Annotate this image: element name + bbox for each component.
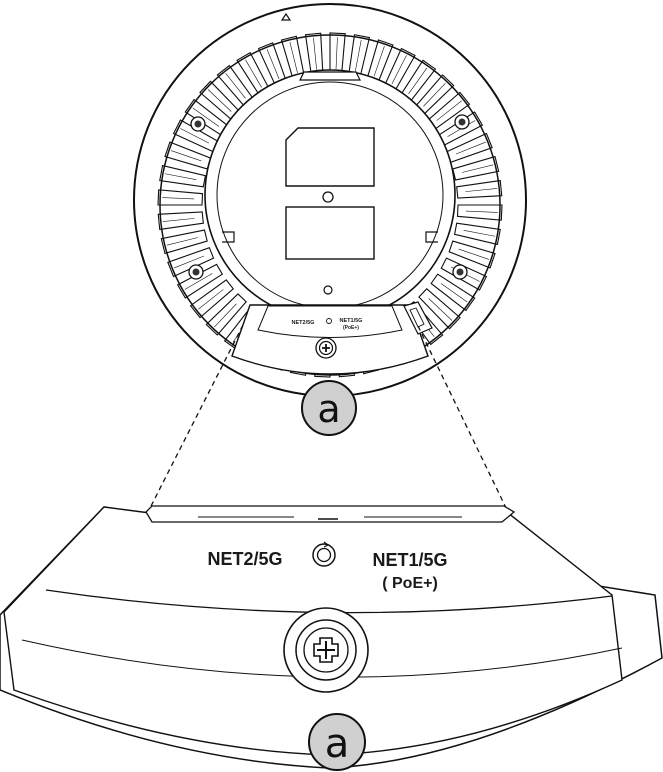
heat-sink-fin-ridge — [214, 303, 237, 328]
port-label-net2: NET2/5G — [207, 549, 282, 569]
heat-sink-fin — [448, 240, 496, 269]
mounting-screw-icon — [452, 264, 468, 280]
heat-sink-fin-ridge — [440, 283, 468, 303]
port-panel-inner — [257, 305, 403, 338]
heat-sink-fin — [157, 189, 204, 206]
small-port-label-net2: NET2/5G — [292, 320, 315, 326]
heat-sink-fin-ridge — [335, 37, 338, 70]
heat-sink-fin — [456, 204, 503, 221]
heat-sink-fin-ridge — [170, 150, 202, 162]
heat-sink-fin-ridge — [198, 289, 224, 310]
mounting-screws — [188, 114, 470, 280]
heat-sink-fin-ridge — [391, 55, 407, 85]
mount-hole-center — [322, 191, 334, 203]
small-security-screw-icon — [315, 337, 337, 359]
heat-sink-fin — [453, 222, 501, 246]
kensington-lock-slot — [403, 301, 433, 335]
label-window-bottom — [285, 206, 375, 260]
callout-a-bottom-letter: a — [325, 721, 350, 767]
heat-sink-fin-ridge — [162, 218, 195, 222]
small-reset-icon — [326, 318, 332, 324]
heat-sink-fin-ridge — [428, 298, 453, 321]
heat-sink-fin-ridge — [436, 100, 462, 121]
security-screw-icon — [283, 607, 369, 693]
alignment-mark-icon — [280, 12, 292, 21]
heat-sink-fin-ridge — [184, 273, 213, 290]
mount-plate-tab-left — [222, 231, 235, 243]
mount-plate-tab-right — [425, 231, 438, 243]
heat-sink-outer-edge — [159, 34, 501, 376]
heat-sink-fin — [157, 211, 204, 231]
heat-sink-fin-ridge — [166, 237, 199, 246]
heat-sink-fin-ridge — [266, 49, 280, 80]
callout-a-bottom: a — [308, 713, 366, 771]
heat-sink-fin — [176, 263, 224, 299]
detail-top-slot — [145, 505, 516, 523]
heat-sink-fin-ridge — [162, 197, 195, 200]
heat-sink-fin — [452, 155, 500, 181]
heat-sink-fin — [159, 164, 207, 188]
port-panel-detail: NET2/5G NET1/5G ( PoE+) — [0, 505, 663, 769]
callout-a-top: a — [301, 380, 357, 436]
heat-sink-fin-ridge — [180, 128, 210, 144]
port-label-poe: ( PoE+) — [382, 575, 438, 592]
heat-sink-fin-ridge — [423, 82, 446, 107]
heat-sink-fin-ridge — [225, 73, 246, 99]
mounting-screw-icon — [188, 264, 204, 280]
small-port-label-poe: (PoE+) — [343, 325, 359, 331]
device-bottom-view: NET2/5G NET1/5G (PoE+) — [133, 3, 527, 397]
heat-sink-fin-ridge — [174, 255, 205, 269]
heat-sink-fin-ridge — [461, 164, 494, 173]
port-label-net1: NET1/5G — [372, 550, 447, 570]
heat-sink-fin-ridge — [245, 59, 262, 88]
heat-sink-fin-ridge — [192, 107, 220, 127]
heat-sink-fin-ridge — [373, 45, 385, 77]
heat-sink-fin-ridge — [354, 39, 362, 72]
mounting-screw-icon — [190, 116, 206, 132]
mount-plate-notch — [299, 71, 361, 81]
heat-sink-fin-ridge — [463, 229, 496, 237]
heat-sink-fin-ridge — [458, 248, 490, 260]
heat-sink-fin-ridge — [455, 141, 486, 155]
heat-sink-fin-ridge — [465, 188, 498, 192]
heat-sink-fin-ridge — [207, 89, 232, 112]
heat-sink-fin — [456, 179, 503, 199]
heat-sink-fin-ridge — [313, 37, 317, 70]
heat-sink-fin-ridge — [465, 210, 498, 213]
callout-a-top-letter: a — [317, 387, 340, 431]
heat-sink-fin — [167, 246, 215, 278]
heat-sink-fin — [430, 273, 476, 312]
zoom-guide-lines — [147, 324, 509, 513]
mounting-screw-icon — [454, 114, 470, 130]
heat-sink-fin-ridge — [164, 173, 197, 181]
heat-sink-fin-ridge — [289, 41, 298, 74]
heat-sink-fin — [160, 229, 208, 255]
mount-hole-bottom — [323, 285, 333, 295]
reset-button-icon — [312, 541, 336, 567]
label-window-top — [285, 127, 375, 187]
heat-sink-fin-ridge — [408, 67, 428, 95]
small-port-label-net1: NET1/5G — [340, 318, 363, 324]
